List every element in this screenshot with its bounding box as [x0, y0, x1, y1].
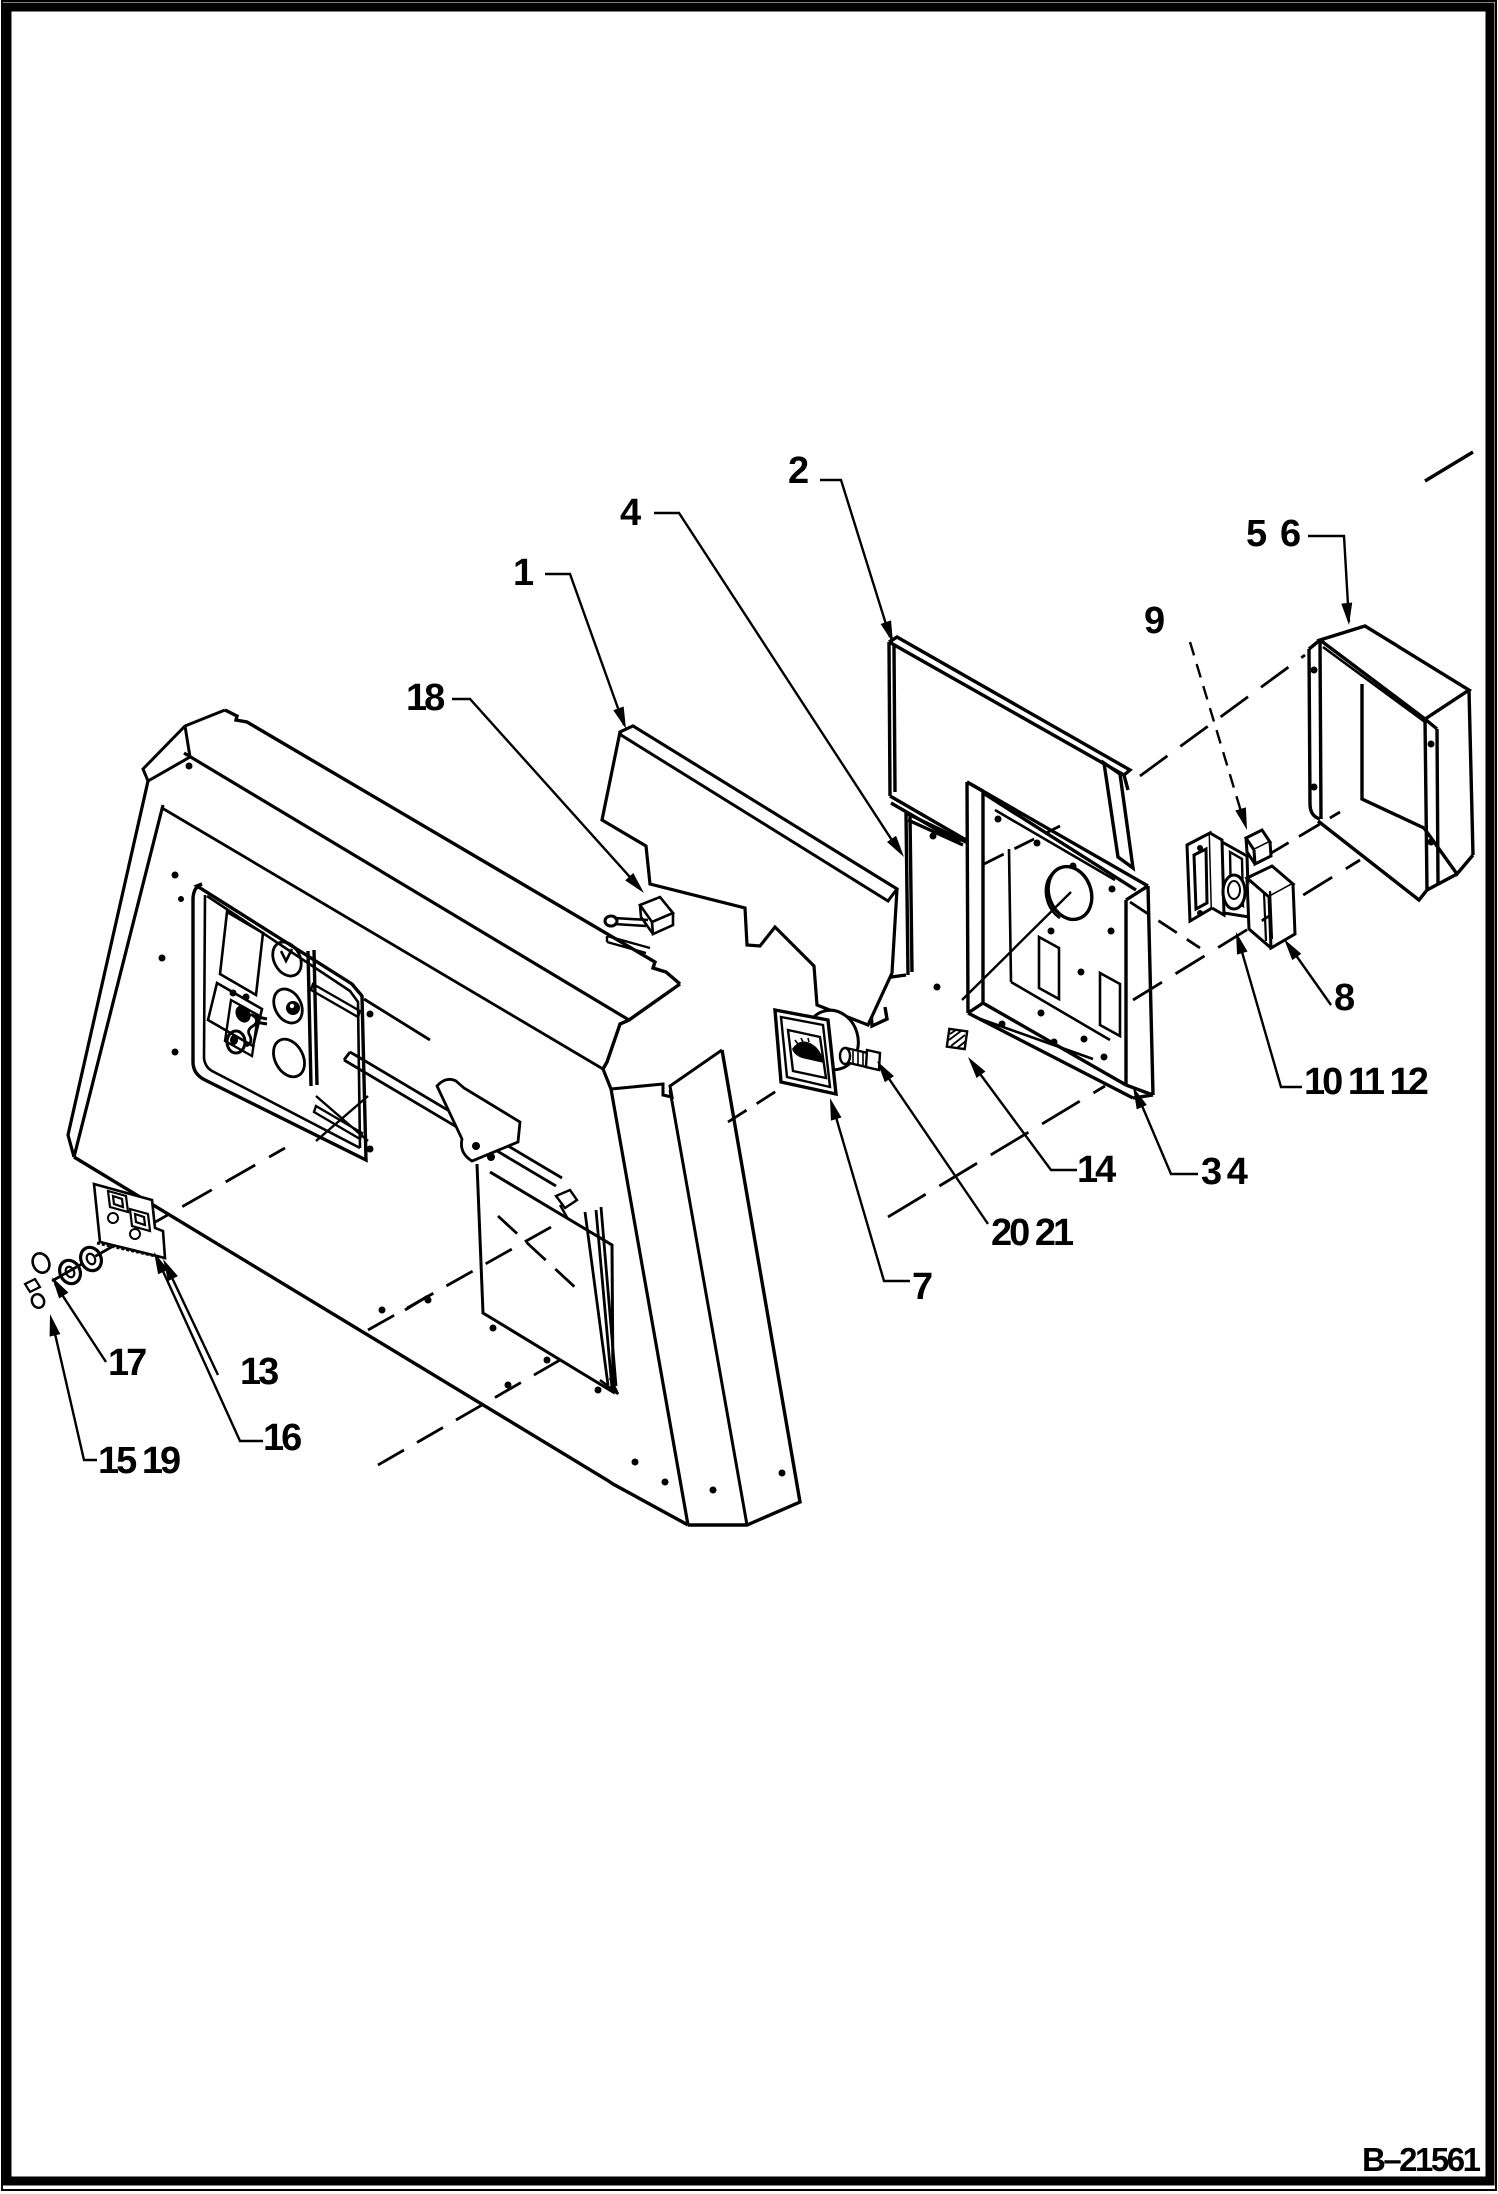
svg-text:B–21561: B–21561	[1362, 2141, 1481, 2178]
svg-text:18: 18	[406, 677, 444, 719]
svg-text:9: 9	[1144, 600, 1164, 642]
svg-text:5: 5	[1246, 513, 1267, 555]
svg-text:15 19: 15 19	[98, 1440, 180, 1482]
svg-text:1: 1	[513, 552, 534, 594]
svg-text:6: 6	[1280, 513, 1300, 555]
svg-text:7: 7	[912, 1266, 932, 1308]
svg-text:16: 16	[263, 1417, 301, 1459]
svg-text:17: 17	[108, 1342, 146, 1384]
svg-text:20 21: 20 21	[991, 1212, 1074, 1254]
svg-text:10 11 12: 10 11 12	[1304, 1061, 1428, 1103]
svg-text:8: 8	[1334, 977, 1354, 1019]
svg-text:4: 4	[620, 492, 641, 534]
svg-text:13: 13	[240, 1351, 278, 1393]
svg-text:14: 14	[1077, 1149, 1116, 1191]
svg-text:2: 2	[788, 450, 808, 492]
svg-text:3 4: 3 4	[1201, 1151, 1248, 1193]
